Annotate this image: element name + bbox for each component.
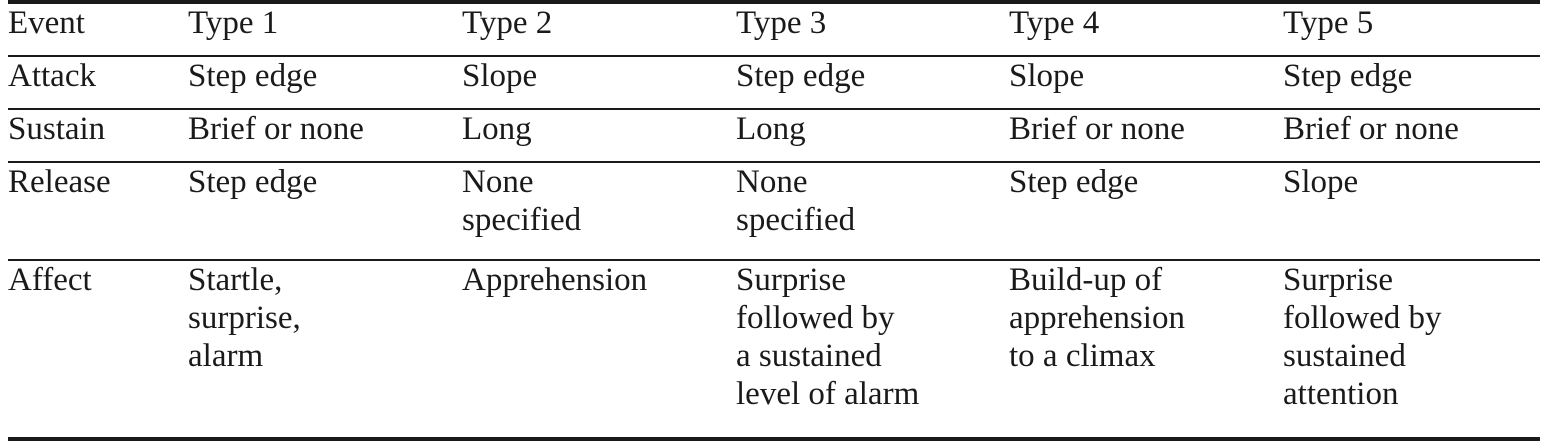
table-row-sustain: Sustain Brief or none Long Long Brief or…	[8, 108, 1540, 162]
cell-affect-type-4: Build-up of apprehension to a climax	[1009, 259, 1283, 441]
header-row: Event Type 1 Type 2 Type 3 Type 4 Type 5	[8, 0, 1540, 56]
cell-affect-type-2: Apprehension	[462, 259, 736, 441]
cell-release-type-4: Step edge	[1009, 161, 1283, 260]
cell-sustain-type-1: Brief or none	[188, 108, 462, 162]
table-row-affect: Affect Startle, surprise, alarm Apprehen…	[8, 259, 1540, 441]
event-types-table: Event Type 1 Type 2 Type 3 Type 4 Type 5…	[8, 0, 1540, 441]
cell-affect-type-1: Startle, surprise, alarm	[188, 259, 462, 441]
cell-attack-type-1: Step edge	[188, 55, 462, 109]
cell-attack-type-2: Slope	[462, 55, 736, 109]
column-header-type-1: Type 1	[188, 0, 462, 56]
row-label-sustain: Sustain	[8, 108, 188, 162]
row-label-affect: Affect	[8, 259, 188, 441]
cell-affect-type-3: Surprise followed by a sustained level o…	[736, 259, 1009, 441]
cell-attack-type-3: Step edge	[736, 55, 1009, 109]
column-header-type-2: Type 2	[462, 0, 736, 56]
cell-sustain-type-2: Long	[462, 108, 736, 162]
row-label-attack: Attack	[8, 55, 188, 109]
cell-release-type-3: None specified	[736, 161, 1009, 260]
cell-sustain-type-5: Brief or none	[1283, 108, 1540, 162]
cell-release-type-1: Step edge	[188, 161, 462, 260]
cell-sustain-type-4: Brief or none	[1009, 108, 1283, 162]
table-header: Event Type 1 Type 2 Type 3 Type 4 Type 5	[8, 0, 1540, 56]
column-header-type-5: Type 5	[1283, 0, 1540, 56]
column-header-type-3: Type 3	[736, 0, 1009, 56]
cell-affect-type-5: Surprise followed by sustained attention	[1283, 259, 1540, 441]
table-row-release: Release Step edge None specified None sp…	[8, 161, 1540, 260]
column-header-type-4: Type 4	[1009, 0, 1283, 56]
row-label-release: Release	[8, 161, 188, 260]
cell-sustain-type-3: Long	[736, 108, 1009, 162]
cell-release-type-2: None specified	[462, 161, 736, 260]
table-row-attack: Attack Step edge Slope Step edge Slope S…	[8, 55, 1540, 109]
cell-attack-type-4: Slope	[1009, 55, 1283, 109]
table-body: Attack Step edge Slope Step edge Slope S…	[8, 55, 1540, 441]
cell-attack-type-5: Step edge	[1283, 55, 1540, 109]
cell-release-type-5: Slope	[1283, 161, 1540, 260]
column-header-event: Event	[8, 0, 188, 56]
